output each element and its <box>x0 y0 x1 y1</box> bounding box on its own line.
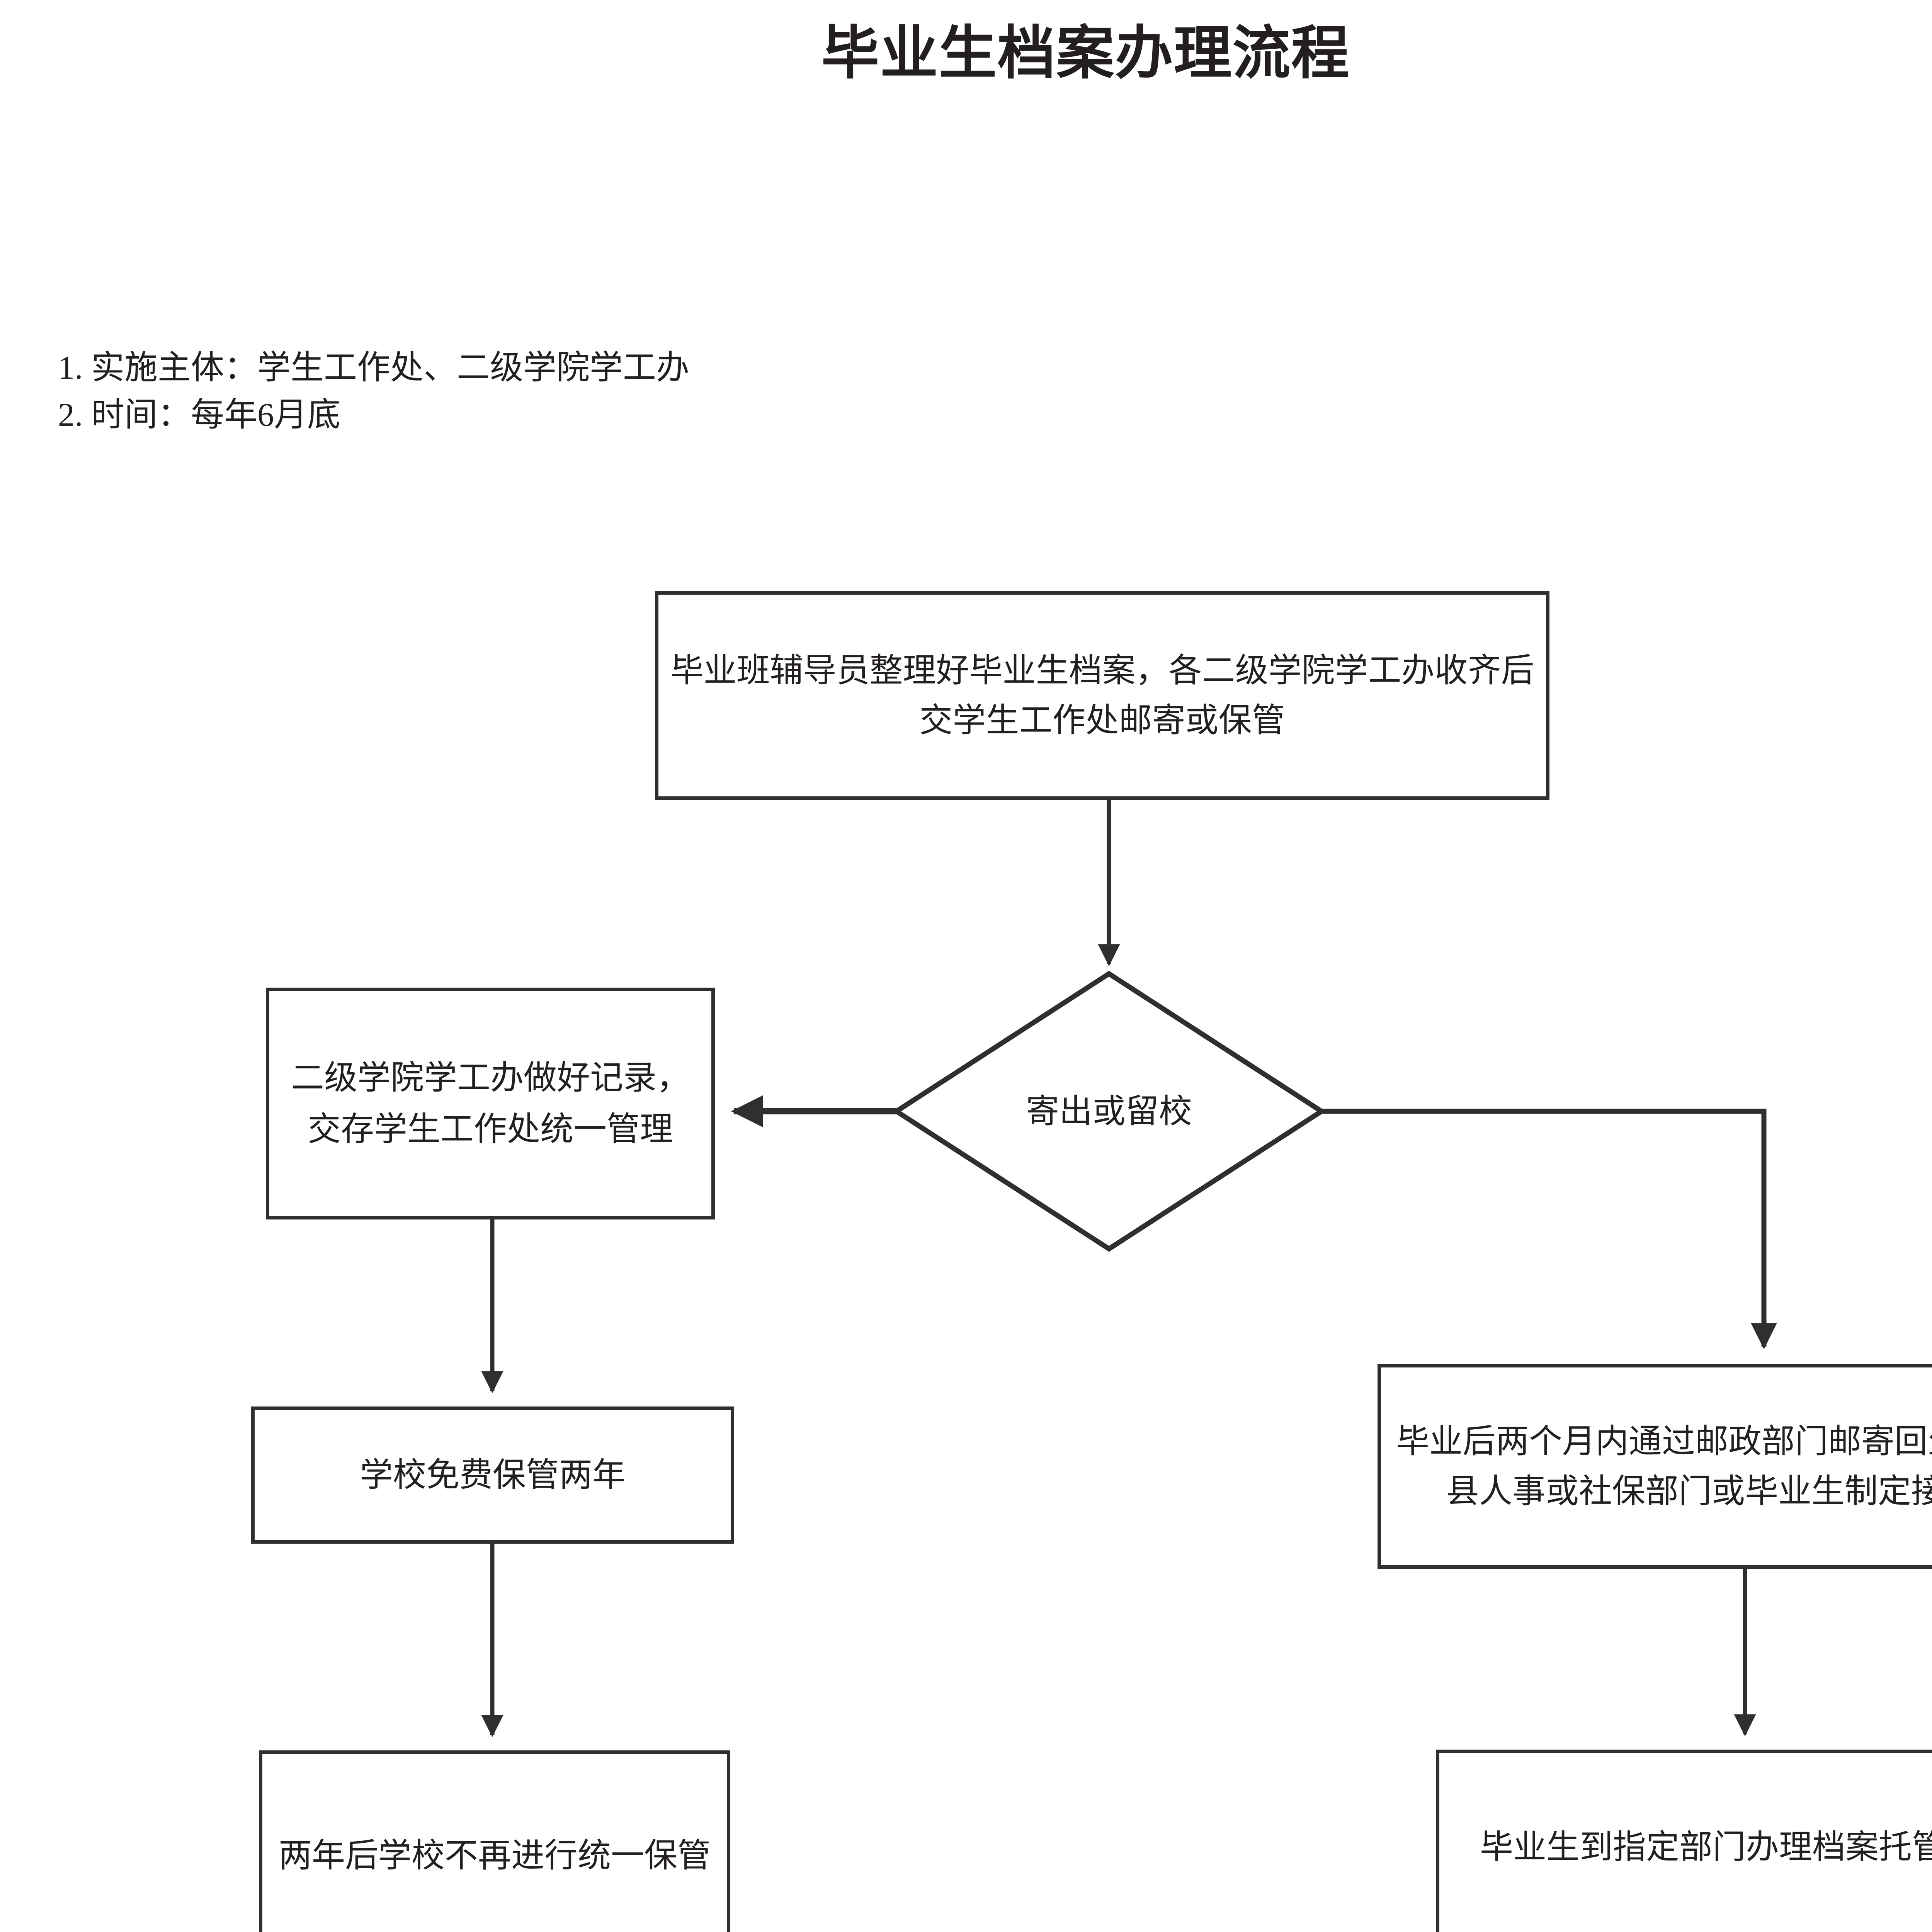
flow-node-record-and-deposit-label: 二级学院学工办做好记录，交存学生工作处统一管理 <box>291 1059 690 1148</box>
flow-node-no-custody-after-two-years-label: 两年后学校不再进行统一保管 <box>279 1837 711 1874</box>
flow-node-mail-to-hometown-label: 毕业后两个月内通过邮政部门邮寄回生源地市、县人事或社保部门或毕业生制定接收单位 <box>1396 1423 1932 1510</box>
flow-node-trusteeship-procedure-label: 毕业生到指定部门办理档案托管手续 <box>1480 1828 1932 1866</box>
flow-node-no-custody-after-two-years[interactable]: 两年后学校不再进行统一保管 <box>259 1750 730 1932</box>
flow-node-send-or-keep-decision-label: 寄出或留校 <box>1026 1092 1192 1130</box>
flow-node-send-or-keep-decision[interactable]: 寄出或留校 <box>896 974 1321 1249</box>
flow-node-mail-to-hometown[interactable]: 毕业后两个月内通过邮政部门邮寄回生源地市、县人事或社保部门或毕业生制定接收单位 <box>1378 1364 1932 1569</box>
flow-node-collect-archives[interactable]: 毕业班辅导员整理好毕业生档案，各二级学院学工办收齐后交学生工作处邮寄或保管 <box>655 591 1549 800</box>
flow-node-record-and-deposit[interactable]: 二级学院学工办做好记录，交存学生工作处统一管理 <box>266 988 715 1219</box>
flow-node-free-custody-two-years[interactable]: 学校免费保管两年 <box>251 1406 734 1544</box>
flow-node-collect-archives-label: 毕业班辅导员整理好毕业生档案，各二级学院学工办收齐后交学生工作处邮寄或保管 <box>670 652 1534 739</box>
page-title: 毕业生档案办理流程 <box>821 20 1350 87</box>
notes-block: 1. 实施主体：学生工作处、二级学院学工办 2. 时间：每年6月底 <box>58 344 689 438</box>
edge-decision-to-mail <box>1321 1109 1777 1349</box>
flow-node-free-custody-two-years-label: 学校免费保管两年 <box>360 1456 626 1494</box>
flow-node-trusteeship-procedure[interactable]: 毕业生到指定部门办理档案托管手续 <box>1436 1750 1932 1932</box>
note-line-subject: 1. 实施主体：学生工作处、二级学院学工办 <box>58 349 689 386</box>
note-line-time: 2. 时间：每年6月底 <box>58 396 340 434</box>
decision-diamond-shape <box>892 971 1326 1252</box>
